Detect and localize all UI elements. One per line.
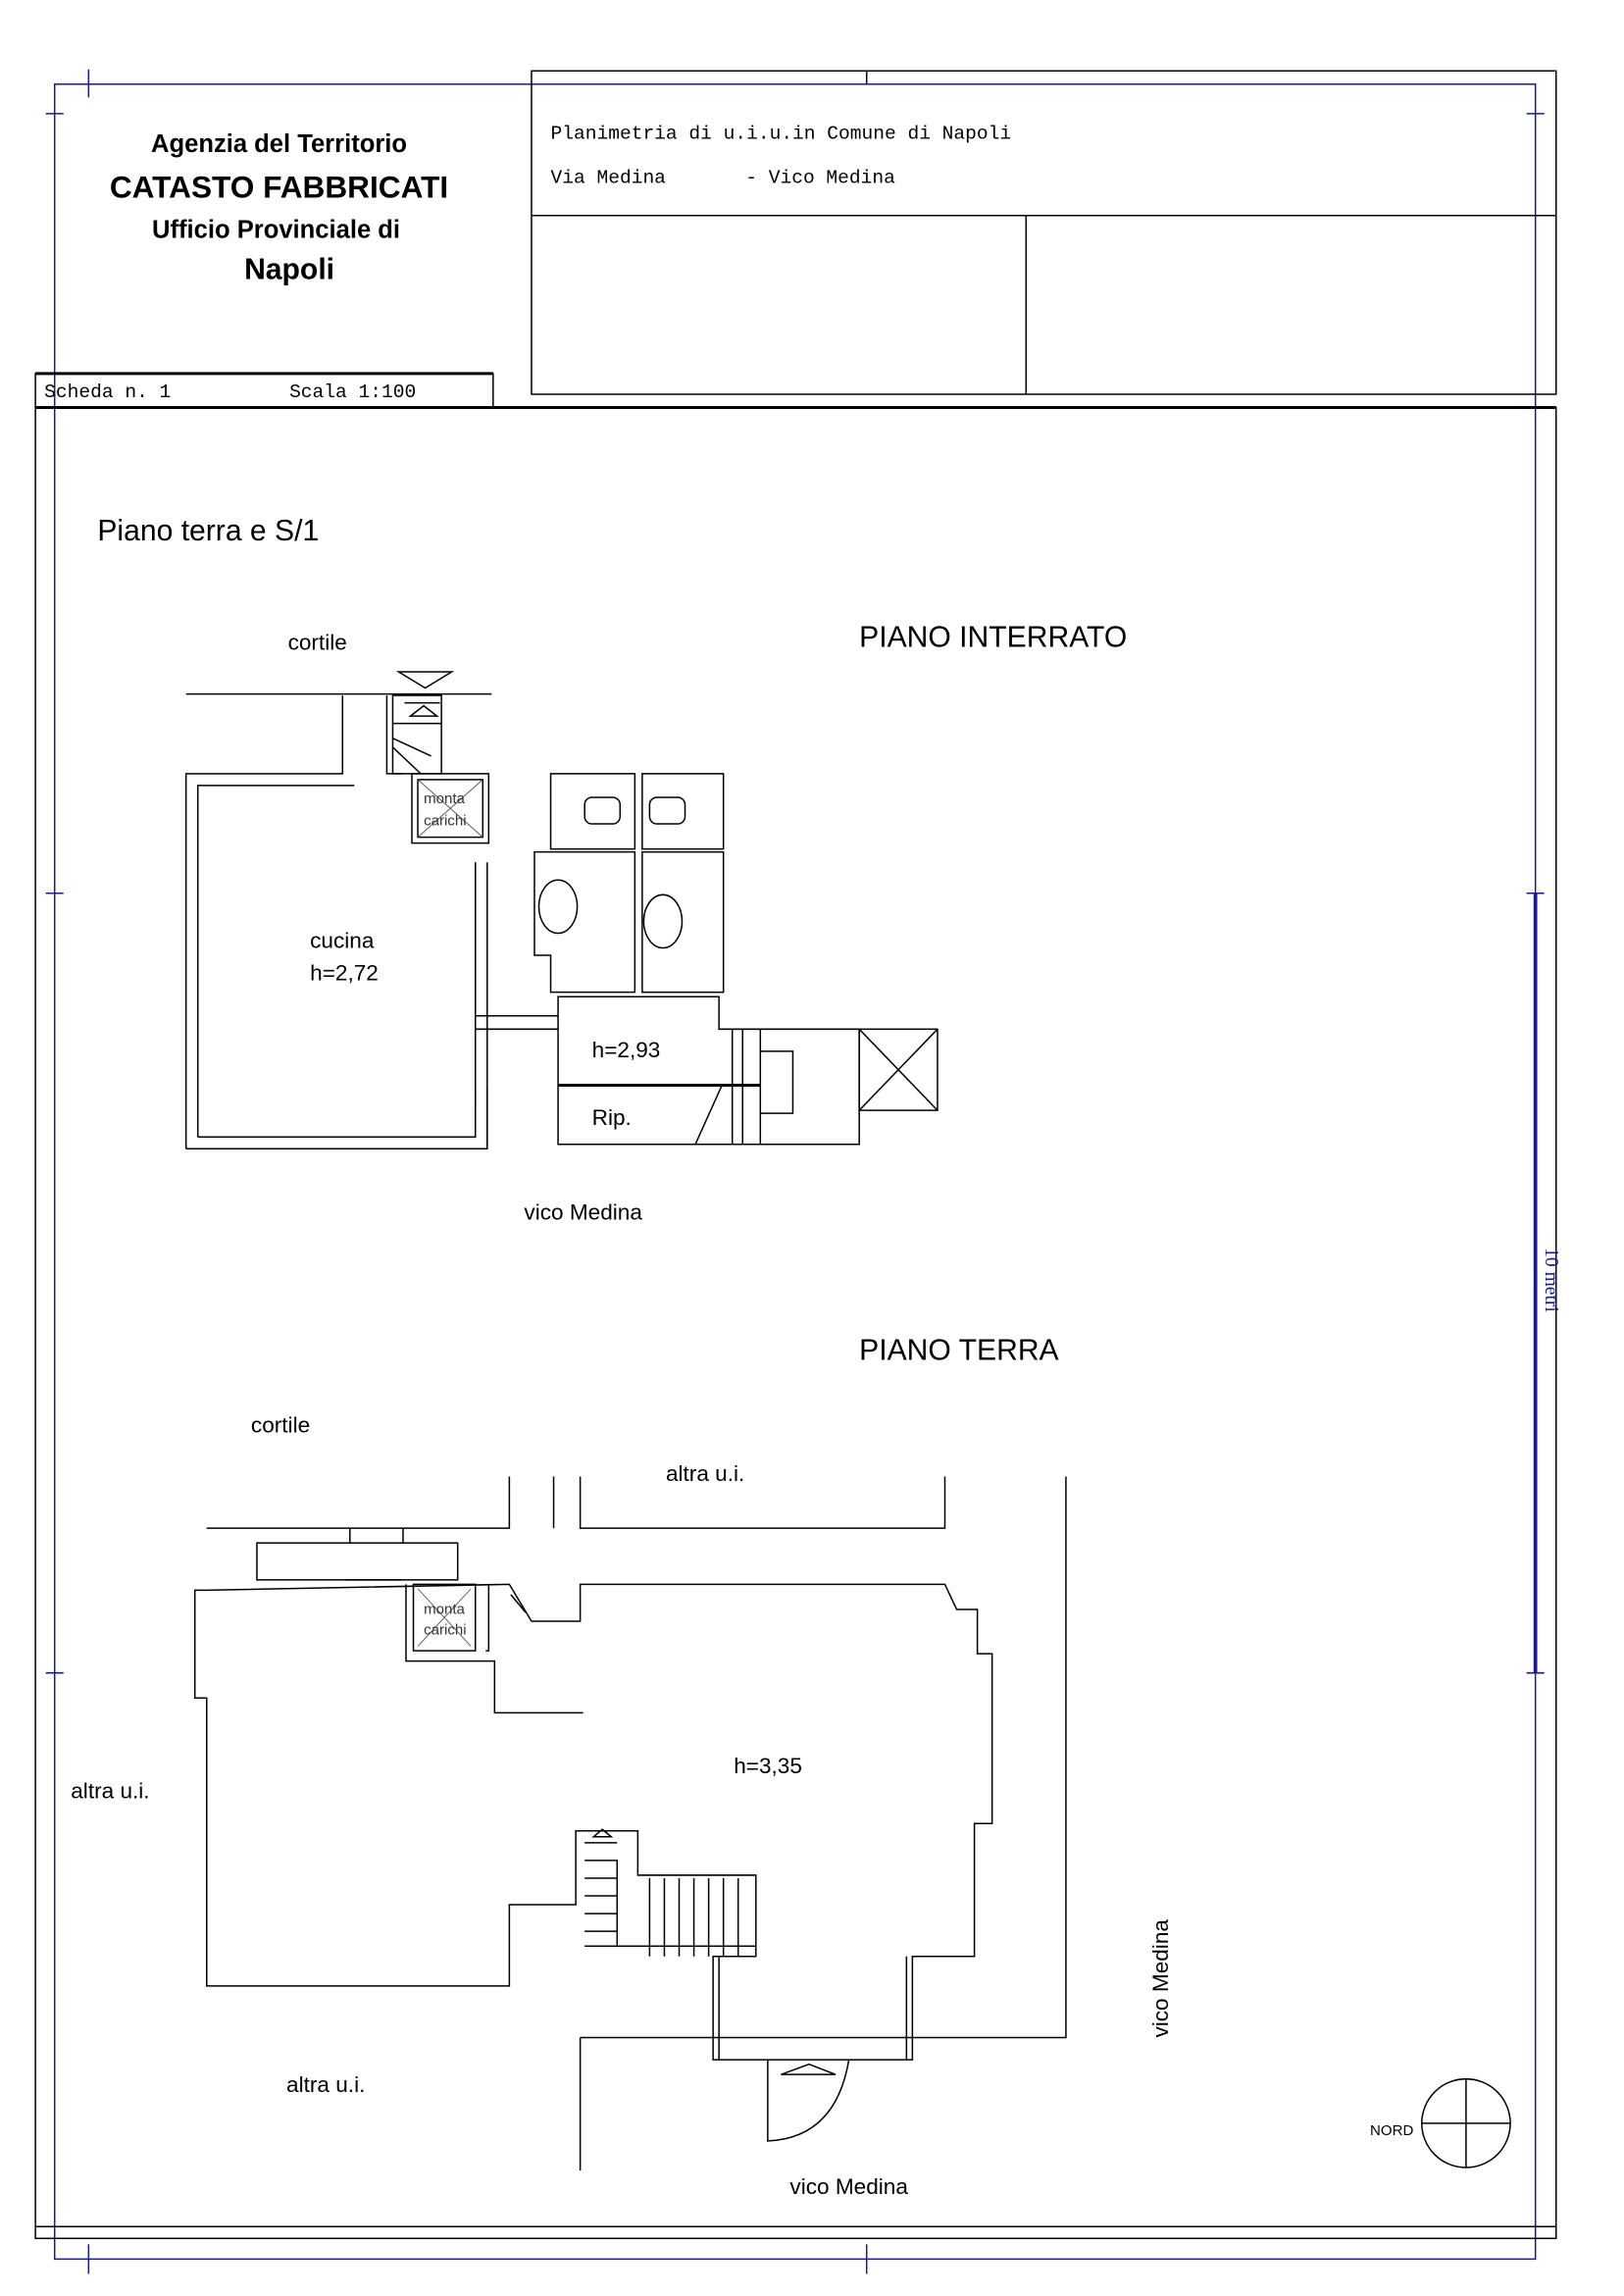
ground-title: PIANO TERRA: [859, 1335, 1059, 1367]
agency-name: Agenzia del Territorio: [151, 130, 407, 158]
north-compass: NORD: [1370, 2077, 1511, 2168]
kitchen-height: h=2,72: [310, 961, 379, 986]
address-street: Via Medina: [551, 168, 667, 189]
drawing-subtitle: Piano terra e S/1: [97, 515, 319, 547]
dumbwaiter: [411, 773, 490, 844]
bottom-street-label: vico Medina: [789, 2174, 908, 2199]
toilet-icon: [648, 796, 686, 825]
other-unit-bottom: altra u.i.: [286, 2072, 365, 2097]
drawing-frame: [34, 406, 1557, 2240]
side-street-label: vico Medina: [1148, 1919, 1173, 2038]
office-name: Ufficio Provinciale di: [152, 216, 400, 243]
plan-title: Planimetria di u.i.u.in Comune di Napoli: [551, 124, 1012, 145]
drawing-scale: Scala 1:100: [289, 382, 416, 403]
ground-courtyard-label: cortile: [251, 1412, 310, 1437]
north-label: NORD: [1370, 2122, 1413, 2139]
dumbwaiter: [412, 1583, 477, 1652]
basement-plan: PIANO INTERRATO cortile monta carichi cu…: [184, 621, 1127, 1225]
toilet-icon: [584, 796, 622, 825]
dumbwaiter-label-2: carichi: [424, 1622, 466, 1639]
kitchen-label: cucina: [310, 929, 375, 953]
address-alley: - Vico Medina: [745, 168, 895, 189]
dumbwaiter-label-1: monta: [424, 791, 465, 807]
hall-height: h=2,93: [592, 1038, 661, 1062]
basement-courtyard-label: cortile: [288, 630, 347, 654]
dumbwaiter-label-1: monta: [424, 1601, 465, 1617]
sink-icon: [537, 879, 579, 935]
other-unit-top: altra u.i.: [666, 1461, 744, 1486]
department-name: CATASTO FABBRICATI: [110, 170, 448, 205]
ground-height: h=3,35: [734, 1754, 802, 1778]
scale-bar-label: 10 metri: [1541, 1248, 1561, 1312]
dumbwaiter-label-2: carichi: [424, 813, 466, 830]
registration-frame: [45, 69, 1545, 2274]
scale-bar: 10 metri: [1526, 893, 1561, 1674]
basement-title: PIANO INTERRATO: [859, 621, 1127, 653]
ground-floor-plan: PIANO TERRA cortile altra u.i. altra u.i…: [71, 1335, 1173, 2200]
basement-street-label: vico Medina: [524, 1200, 642, 1225]
plan-info-box: [531, 70, 1557, 395]
staircase: [584, 1828, 756, 1957]
entrance-door: [767, 2059, 850, 2142]
sink-icon: [642, 893, 684, 949]
office-city: Napoli: [244, 254, 334, 286]
other-unit-left: altra u.i.: [71, 1779, 149, 1804]
title-block: Agenzia del Territorio CATASTO FABBRICAT…: [34, 70, 1557, 409]
sheet-number: Scheda n. 1: [44, 382, 171, 403]
entrance-arrow-icon: [395, 671, 455, 689]
storage-label: Rip.: [592, 1105, 632, 1130]
